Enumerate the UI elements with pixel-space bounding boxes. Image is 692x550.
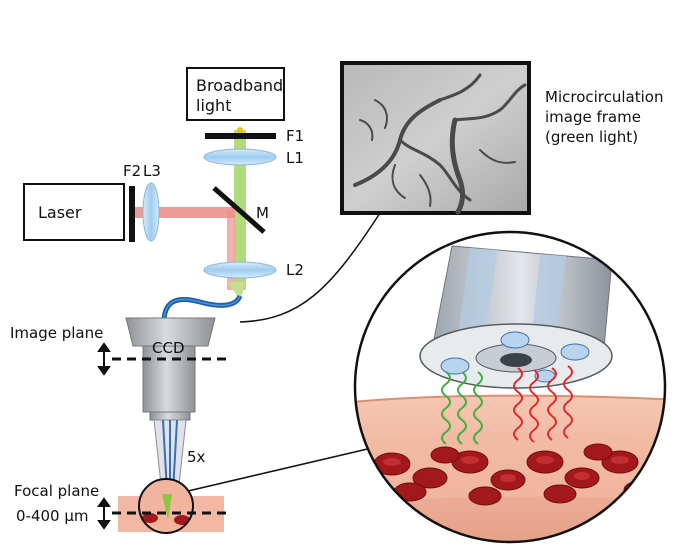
probe-port-1 [440,357,470,375]
focal-plane-arrow [97,497,111,530]
magnification-label: 5x [187,448,206,466]
broadband-light-box [186,67,285,121]
red-waves [513,365,573,443]
cell-highlights [383,456,629,482]
beam-focus [227,282,246,300]
filter-f1 [205,133,276,139]
micro-label-3: (green light) [545,128,638,146]
mirror-m [212,186,266,234]
red-beam-vertical [227,210,235,290]
ccd-label: CCD [152,339,185,357]
f2-label: F2 [123,162,141,180]
laser-label: Laser [38,203,82,222]
ccd-camera-body [142,345,196,413]
zoom-connector [187,446,377,492]
small-zoom-content [139,479,193,533]
image-plane-label: Image plane [10,324,103,342]
depth-range-label: 0-400 µm [16,507,89,525]
l2-label: L2 [286,261,304,279]
zoom-circle-outline [353,230,667,544]
red-beam-horizontal [135,207,235,218]
l1-label: L1 [286,149,304,167]
small-zoom-circle [138,478,194,534]
focal-plane-label: Focal plane [14,482,99,500]
light-source-dot [237,127,243,133]
fiber-cable-highlight [163,295,241,323]
probe-port-2 [500,331,530,349]
filter-f2 [129,186,135,242]
l3-label: L3 [143,162,161,180]
probe-port-3 [560,343,590,361]
image-connector [239,212,381,323]
f1-label: F1 [286,127,304,145]
broadband-label-1: Broadband [196,76,283,95]
microcirculation-image-frame [340,61,531,215]
micro-label-1: Microcirculation [545,88,663,106]
m-label: M [256,204,269,222]
green-waves [441,371,483,445]
lens-l1 [203,148,277,166]
broadband-label-2: light [196,96,231,115]
microcirculation-vessels [353,73,527,215]
laser-box [23,183,125,241]
lens-l2 [203,261,277,279]
ccd-camera-top [125,317,216,347]
image-plane-arrow [97,342,111,376]
micro-label-2: image frame [545,108,641,126]
lens-l3 [142,182,160,242]
ccd-camera-base [149,411,191,421]
probe-center-hole [500,353,532,367]
